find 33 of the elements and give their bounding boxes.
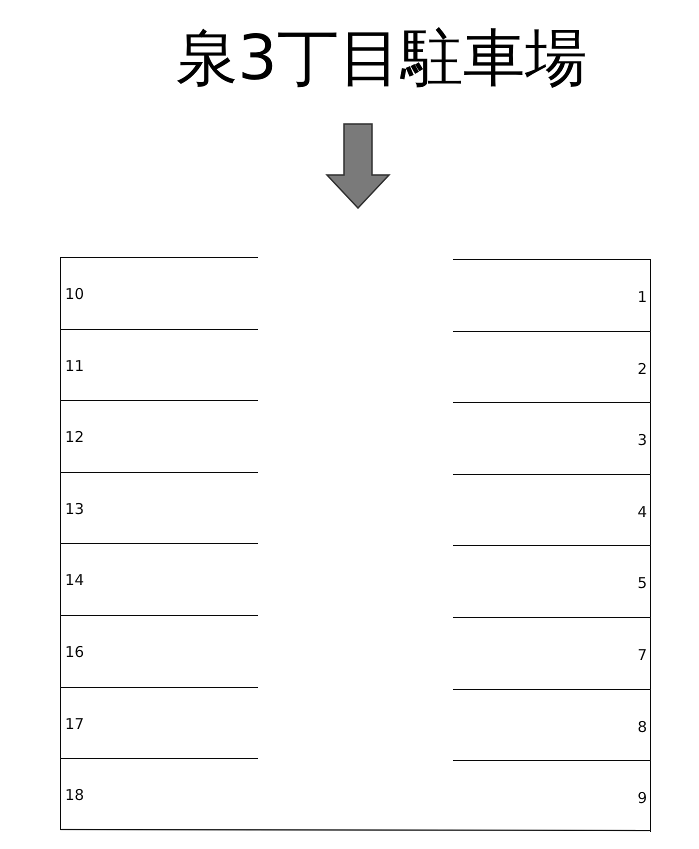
space-number: 3 (637, 431, 647, 450)
parking-space (453, 760, 651, 832)
parking-space (60, 543, 258, 616)
parking-space (60, 758, 258, 830)
space-number: 7 (637, 646, 647, 664)
space-number: 4 (637, 502, 647, 521)
space-number: 13 (65, 500, 84, 518)
parking-space (453, 545, 651, 618)
space-number: 2 (637, 360, 647, 378)
space-number: 8 (637, 718, 647, 736)
parking-space (453, 259, 651, 331)
parking-space (453, 617, 651, 689)
space-number: 18 (65, 786, 84, 804)
parking-space (60, 400, 258, 472)
space-number: 9 (637, 789, 647, 808)
parking-space (453, 474, 651, 546)
space-number: 14 (65, 571, 84, 590)
parking-space (60, 472, 258, 544)
parking-space (60, 328, 258, 401)
parking-space (453, 688, 651, 761)
parking-space (60, 615, 258, 687)
space-number: 1 (637, 288, 647, 306)
space-number: 10 (65, 285, 84, 303)
parking-space (60, 686, 258, 759)
space-number: 16 (65, 643, 84, 661)
space-number: 17 (65, 714, 84, 733)
parking-space (453, 402, 651, 474)
space-number: 5 (637, 574, 647, 592)
title: 泉3丁目駐車場 (174, 20, 588, 96)
parking-space (453, 330, 651, 403)
space-number: 12 (65, 428, 84, 446)
space-number: 11 (65, 356, 84, 375)
parking-space (60, 257, 258, 329)
